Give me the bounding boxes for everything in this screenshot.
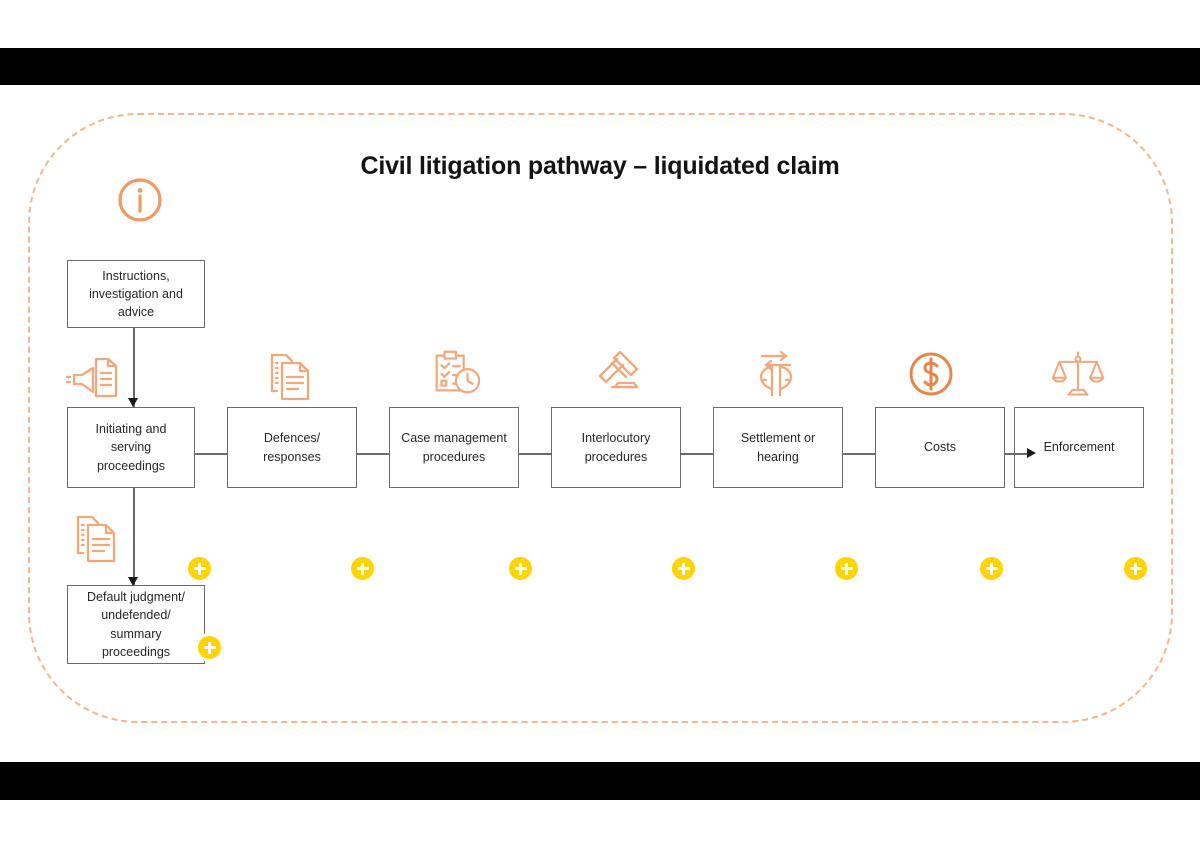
node-label-line: summary — [110, 626, 162, 641]
node-settlement-or-hearing[interactable]: Settlement or hearing — [713, 407, 843, 488]
node-label: Costs — [924, 438, 956, 456]
arrow-instructions-to-initiating — [128, 398, 138, 407]
node-instructions[interactable]: Instructions, investigation and advice — [67, 260, 205, 328]
node-interlocutory-procedures[interactable]: Interlocutory procedures — [551, 407, 681, 488]
connector-initiating-to-defences — [195, 453, 227, 455]
connector-defences-to-case — [357, 453, 389, 455]
node-label-line: investigation and — [89, 286, 183, 301]
node-label-line: Enforcement — [1043, 440, 1115, 455]
arrow-costs-to-enforcement — [1027, 448, 1036, 458]
node-label-line: Interlocutory — [581, 431, 651, 446]
dollar-circle-icon — [903, 349, 959, 401]
scales-of-justice-icon — [1050, 349, 1106, 401]
node-label-line: Case management — [401, 431, 507, 446]
node-label-line: Defences/ — [263, 431, 321, 446]
connector-costs-to-enforcement — [1005, 453, 1029, 455]
node-label-line: proceedings — [96, 458, 166, 473]
page-title: Civil litigation pathway – liquidated cl… — [360, 152, 840, 180]
bottom-black-bar — [0, 762, 1200, 800]
node-label: Default judgment/ undefended/ summary pr… — [87, 588, 185, 661]
node-default-judgment[interactable]: Default judgment/ undefended/ summary pr… — [67, 585, 205, 664]
clipboard-clock-icon — [427, 349, 483, 401]
node-initiating-serving-proceedings[interactable]: Initiating and serving proceedings — [67, 407, 195, 488]
node-label: Settlement or hearing — [741, 429, 815, 465]
expand-badge-enforcement[interactable] — [1121, 554, 1150, 583]
node-label-line: advice — [117, 305, 155, 320]
node-enforcement[interactable]: Enforcement — [1014, 407, 1144, 488]
expand-badge-settlement[interactable] — [832, 554, 861, 583]
expand-badge-costs[interactable] — [977, 554, 1006, 583]
node-label-line: Costs — [924, 440, 956, 455]
documents-stack-icon — [70, 513, 126, 565]
slide-canvas: Civil litigation pathway – liquidated cl… — [0, 85, 1200, 762]
connector-initiating-to-default — [133, 488, 135, 585]
node-label-line: procedures — [422, 449, 486, 464]
node-label: Case management procedures — [401, 429, 507, 465]
connector-case-to-interlocutory — [519, 453, 551, 455]
node-label-line: serving — [110, 440, 152, 455]
expand-badge-interlocutory[interactable] — [669, 554, 698, 583]
dashed-frame-border — [28, 113, 1173, 723]
node-label-line: hearing — [757, 449, 799, 464]
two-heads-exchange-icon — [748, 349, 804, 401]
node-label-line: responses — [263, 449, 321, 464]
gavel-icon — [590, 349, 646, 401]
expand-badge-default-judgment[interactable] — [195, 633, 224, 662]
node-label-line: undefended/ — [101, 608, 171, 623]
expand-badge-defences[interactable] — [348, 554, 377, 583]
connector-instructions-to-initiating — [133, 328, 135, 407]
expand-badge-initiating[interactable] — [185, 554, 214, 583]
node-label-line: proceedings — [101, 644, 171, 659]
connector-interlocutory-to-settlement — [681, 453, 713, 455]
node-label-line: Settlement or — [740, 431, 816, 446]
node-label-line: Instructions, — [102, 268, 170, 283]
node-case-management-procedures[interactable]: Case management procedures — [389, 407, 519, 488]
info-circle-icon — [112, 167, 168, 225]
node-label-line: Initiating and — [95, 422, 167, 437]
expand-badge-case-management[interactable] — [506, 554, 535, 583]
arrow-initiating-to-default — [128, 577, 138, 586]
node-label: Enforcement — [1044, 438, 1115, 456]
megaphone-document-icon — [66, 351, 122, 403]
documents-stack-icon — [264, 351, 320, 403]
connector-settlement-to-costs — [843, 453, 875, 455]
node-label-line: procedures — [584, 449, 648, 464]
node-defences-responses[interactable]: Defences/ responses — [227, 407, 357, 488]
node-label: Interlocutory procedures — [582, 429, 651, 465]
top-black-bar — [0, 48, 1200, 85]
node-label: Initiating and serving proceedings — [96, 420, 167, 474]
node-costs[interactable]: Costs — [875, 407, 1005, 488]
node-label-line: Default judgment/ — [87, 590, 185, 605]
node-label: Instructions, investigation and advice — [89, 267, 183, 321]
node-label: Defences/ responses — [263, 429, 321, 465]
